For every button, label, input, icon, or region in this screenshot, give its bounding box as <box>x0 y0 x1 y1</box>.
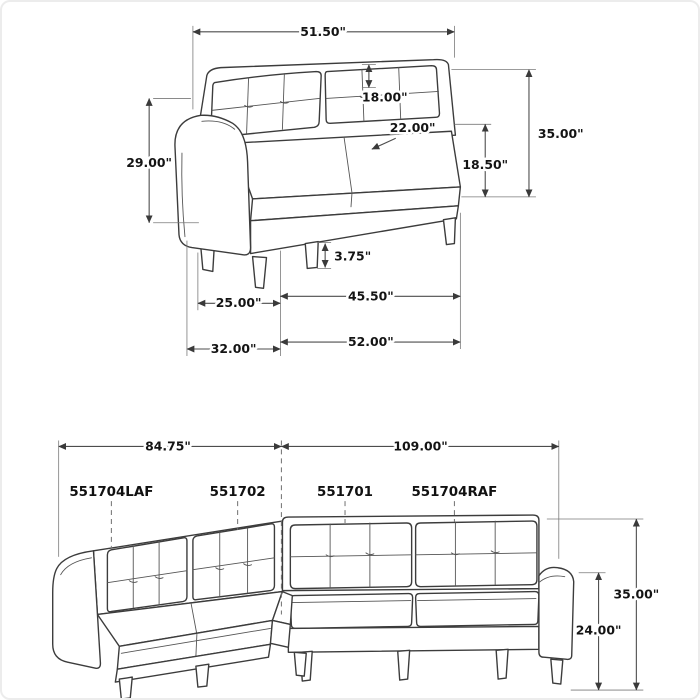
right-legs <box>299 648 509 682</box>
loveseat-diagram: 51.50" 29.00" 35.00" 18.50" 18.00" 22.00… <box>124 21 586 358</box>
part-label-551701: 551701 <box>317 485 373 500</box>
loveseat-seat-cushions <box>231 130 462 222</box>
sectional-part-labels: 551704LAF 551702 551701 551704RAF <box>67 483 500 547</box>
loveseat-dimensions: 51.50" 29.00" 35.00" 18.50" 18.00" 22.00… <box>124 21 586 358</box>
left-seat-cushions <box>96 590 284 670</box>
dim-seat-depth-label: 22.00" <box>390 120 436 135</box>
part-label-551702: 551702 <box>210 485 266 500</box>
dimension-lines <box>58 442 640 691</box>
corner-leg <box>293 651 307 677</box>
sectional-dimensions: 84.75" 109.00" 35.00" 24.00" <box>58 436 662 691</box>
right-back-cushion-1 <box>289 522 413 590</box>
right-seat-cushions <box>289 590 540 630</box>
right-arm-leg <box>550 658 564 685</box>
sectional-left-section <box>52 520 284 698</box>
dim-seat-width-label: 45.50" <box>348 288 394 303</box>
loveseat-back-cushion-right <box>324 64 441 124</box>
dim-depth-label: 32.00" <box>211 341 257 356</box>
dim-leg-height-label: 3.75" <box>334 249 371 264</box>
left-legs <box>118 663 210 698</box>
dimension-lines <box>145 28 533 353</box>
tuft-seams <box>289 522 413 589</box>
right-back-cushion-2 <box>414 520 538 588</box>
sectional-right-section <box>281 514 575 685</box>
dim-top-width-label: 51.50" <box>300 24 346 39</box>
dim-sectional-left-width-label: 84.75" <box>145 438 191 453</box>
dim-sectional-arm-height-label: 24.00" <box>576 622 622 637</box>
dim-back-cushion-label: 18.00" <box>362 89 408 104</box>
dim-sectional-height-label: 35.00" <box>613 587 659 602</box>
tuft-seams <box>325 67 439 122</box>
part-label-551704raf: 551704RAF <box>411 485 497 500</box>
left-back-cushion-2 <box>192 523 276 601</box>
tuft-seams <box>211 73 320 134</box>
sectional-corner-wedge <box>269 590 307 677</box>
tuft-seams <box>106 541 188 608</box>
left-base <box>114 643 272 683</box>
sectional-diagram: 84.75" 109.00" 35.00" 24.00" 551704LAF 5… <box>52 436 662 698</box>
loveseat-left-arm <box>174 114 252 256</box>
right-base <box>287 625 540 653</box>
loveseat-front-leg <box>251 255 268 290</box>
right-arm <box>538 566 575 661</box>
dim-left-height-label: 29.00" <box>126 155 172 170</box>
tuft-seams <box>192 527 275 598</box>
loveseat-drawing <box>174 58 462 290</box>
dim-seat-height-label: 18.50" <box>462 157 508 172</box>
extension-lines <box>153 25 536 356</box>
sectional-drawing <box>52 514 575 698</box>
dim-sectional-right-width-label: 109.00" <box>393 438 447 453</box>
dim-overall-width-label: 52.00" <box>348 334 394 349</box>
label-leader-lines <box>110 501 455 547</box>
dim-arm-width-label: 25.00" <box>216 295 262 310</box>
tuft-seams <box>415 520 538 587</box>
dim-overall-height-label: 35.00" <box>538 126 584 141</box>
left-arm <box>52 550 102 670</box>
part-label-551704laf: 551704LAF <box>69 485 153 500</box>
left-back-cushion-1 <box>106 537 188 613</box>
